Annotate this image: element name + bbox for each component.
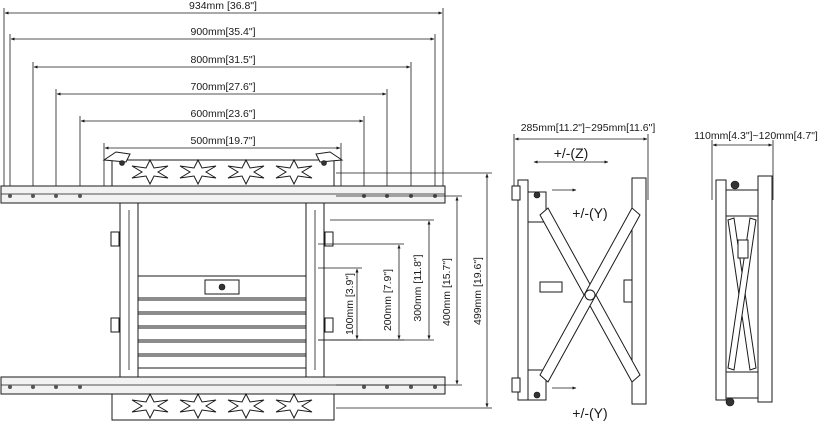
plate-cutout: [227, 158, 265, 186]
cross-bar: [137, 341, 307, 355]
latch-handle: [102, 151, 131, 163]
rail-hole: [78, 194, 82, 198]
spring: [737, 239, 749, 259]
wall-post: [517, 179, 529, 401]
spring: [539, 281, 563, 293]
plate-cutout: [275, 392, 313, 420]
bolt: [533, 191, 541, 199]
bolt: [730, 180, 740, 190]
rail-hole: [362, 385, 366, 389]
bottom-horizontal-rail: [0, 376, 446, 395]
rail-bar: [0, 376, 446, 395]
plate-cutout: [179, 158, 217, 186]
plate-cutout: [131, 158, 169, 186]
bolt: [321, 160, 327, 166]
plate-cutout: [179, 392, 217, 420]
height-dimensions: 100mm [3.9"] 200mm [7.9"] 300mm [11.8"] …: [318, 172, 492, 409]
bolt: [725, 397, 735, 407]
side-view-extended: 285mm[11.2"]~295mm[11.6"] +/-(Z) +/-(Y) …: [511, 122, 656, 421]
y-adjust-label-top: +/-(Y): [572, 205, 607, 221]
side-tab: [110, 317, 120, 333]
front-view: 934mm [36.8"] 900mm[35.4"] 800mm[31.5"] …: [0, 0, 492, 421]
rail-hole: [54, 385, 58, 389]
side-clip: [511, 185, 521, 201]
latch-handle: [315, 151, 344, 163]
plate-cutout: [275, 158, 313, 186]
side-clip: [511, 377, 521, 393]
rail-hole: [433, 385, 437, 389]
plate-cutout: [227, 392, 265, 420]
height-label-499: 499mm [19.6"]: [472, 257, 484, 325]
collapsed-bracket: [725, 189, 759, 217]
side-tab: [110, 231, 120, 247]
width-label-900: 900mm[35.4"]: [190, 26, 255, 38]
center-knob: [218, 283, 226, 291]
side-tab: [324, 231, 334, 247]
cross-bar: [137, 313, 307, 327]
cross-bar: [137, 327, 307, 341]
depth-label: 285mm[11.2"]~295mm[11.6"]: [521, 122, 656, 134]
height-label-300: 300mm [11.8"]: [412, 254, 424, 321]
rail-hole: [409, 385, 413, 389]
rail-hole: [78, 385, 82, 389]
side-tab: [324, 317, 334, 333]
rail-hole: [54, 194, 58, 198]
central-frame: [137, 275, 307, 369]
folded-arm: [727, 217, 757, 371]
pivot: [584, 289, 596, 301]
z-adjust-label: +/-(Z): [554, 145, 589, 161]
y-adjust-label-bottom: +/-(Y): [572, 405, 607, 421]
width-label-800: 800mm[31.5"]: [190, 54, 255, 66]
rail-hole: [385, 385, 389, 389]
height-label-200: 200mm [7.9"]: [382, 269, 394, 331]
bolt: [119, 160, 125, 166]
rail-bar: [0, 185, 446, 204]
wall-bracket: [527, 369, 547, 401]
bottom-mounting-plate: [111, 392, 335, 421]
height-label-100: 100mm [3.9"]: [344, 273, 356, 335]
rail-hole: [8, 385, 12, 389]
width-label-700: 700mm[27.6"]: [190, 81, 255, 93]
cross-bar: [137, 299, 307, 313]
top-mounting-plate: [102, 151, 344, 187]
width-label-500: 500mm[19.7"]: [190, 135, 255, 147]
top-horizontal-rail: [0, 185, 446, 204]
rail-hole: [31, 194, 35, 198]
display-post: [757, 175, 773, 403]
height-label-400: 400mm [15.7"]: [441, 258, 453, 326]
bolt: [533, 391, 541, 399]
side-clip: [623, 279, 633, 303]
width-dimensions: 934mm [36.8"] 900mm[35.4"] 800mm[31.5"] …: [3, 0, 444, 190]
width-label-934: 934mm [36.8"]: [189, 0, 257, 12]
width-label-600: 600mm[23.6"]: [190, 108, 255, 120]
vertical-uprights: [110, 202, 334, 378]
collapsed-bracket: [725, 371, 759, 399]
rail-hole: [8, 194, 12, 198]
collapsed-depth-label: 110mm[4.3"]~120mm[4.7"]: [694, 130, 818, 142]
rail-hole: [31, 385, 35, 389]
plate-cutout: [131, 392, 169, 420]
wall-post: [715, 179, 727, 401]
side-view-collapsed: 110mm[4.3"]~120mm[4.7"]: [694, 130, 818, 407]
cross-bar: [137, 355, 307, 369]
